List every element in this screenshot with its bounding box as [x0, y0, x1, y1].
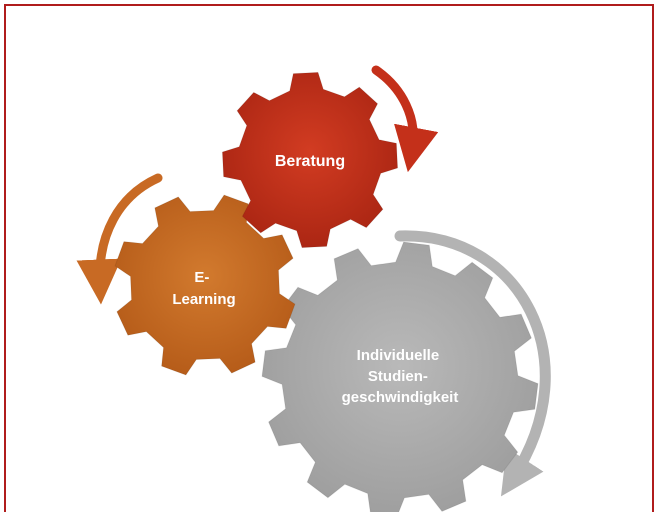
label-individuell-line-3: geschwindigkeit	[342, 389, 459, 406]
gear-beratung	[221, 71, 399, 249]
label-individuell-line-2: Studien-	[368, 368, 428, 385]
label-beratung: Beratung	[275, 153, 345, 170]
label-elearning-line-2: Learning	[172, 291, 235, 308]
label-beratung-line-1: Beratung	[275, 153, 345, 170]
arrow-gray	[394, 230, 551, 497]
arrow-red	[371, 65, 439, 173]
label-individuell-line-1: Individuelle	[357, 347, 440, 364]
label-individuell: Individuelle Studien- geschwindigkeit	[342, 347, 459, 406]
arrow-orange	[76, 173, 163, 305]
gear-individuell	[261, 241, 539, 512]
label-elearning: E- Learning	[172, 269, 235, 308]
label-elearning-line-1: E-	[194, 269, 209, 286]
